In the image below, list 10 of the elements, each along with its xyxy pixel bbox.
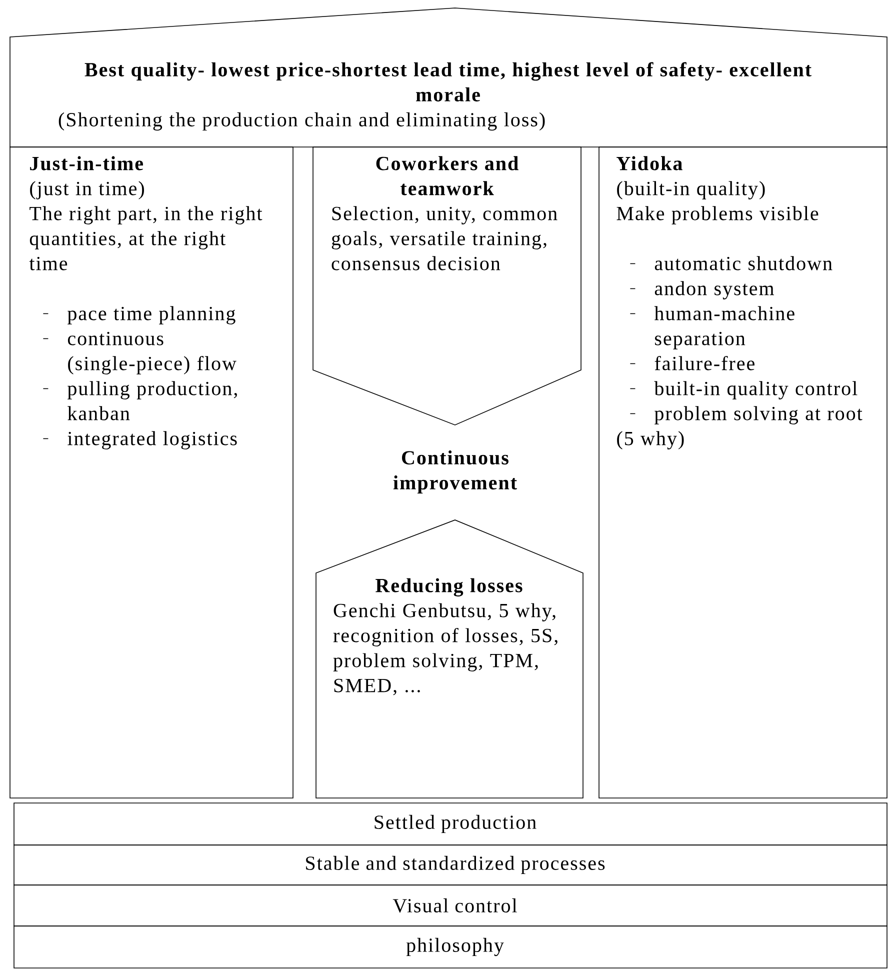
foundation-band: Settled production	[14, 802, 888, 846]
roof-box: Best quality- lowest price-shortest lead time, highest level of safety- excellent morale (Shortening the production chain and eliminating loss)	[10, 8, 888, 148]
section-heading: Continuous improvement	[393, 450, 517, 494]
foundation-band: Visual control	[14, 884, 888, 926]
foundation-band: Stable and standardized processes	[14, 844, 888, 886]
foundation-band: philosophy	[14, 926, 888, 968]
house-box: Reducing losses Genchi Genbutsu, 5 why, recognition of losses, 5S, problem solving, TPM, SMED, ...	[316, 520, 584, 798]
pillar-box: Just-in-time (just in time) The right part, in the right quantities, at the right time pace time planning continuous (single-piece) flow pulling production, kanban integrated logistics	[10, 146, 294, 798]
pillar-box: Yidoka (built-in quality) Make problems visible automatic shutdown andon system human-machine separation failure-free built-in quality control problem solving at root (5 why)	[598, 146, 888, 798]
chevron-box: Coworkers and teamwork Selection, unity, common goals, versatile training, consensus decision	[312, 146, 582, 426]
